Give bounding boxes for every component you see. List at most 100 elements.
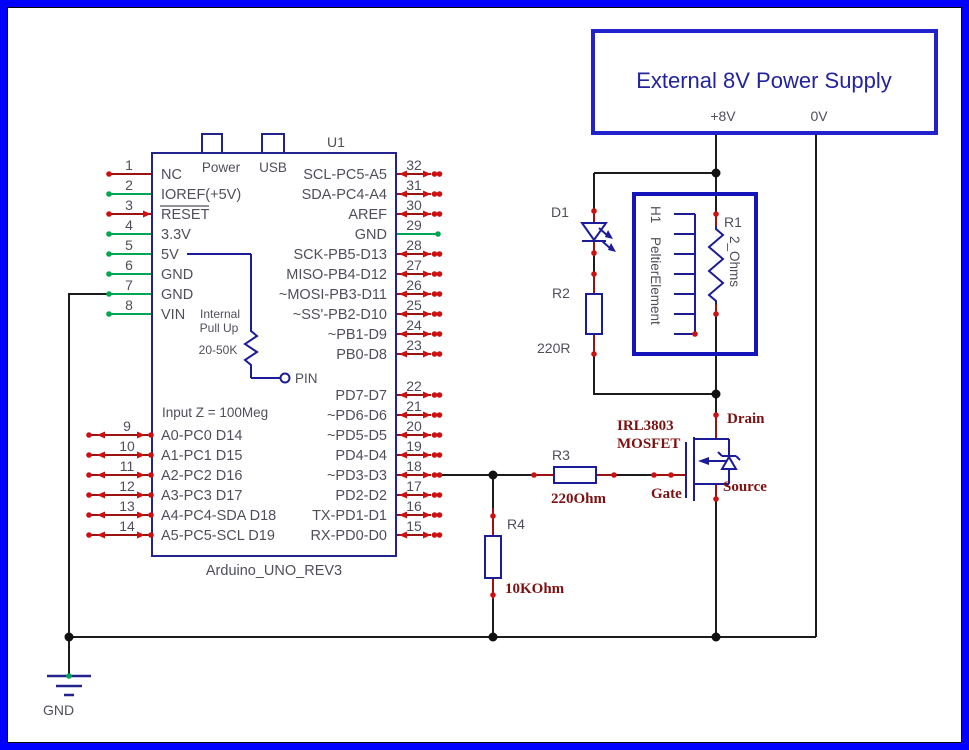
pin-name: ~PB1-D9 xyxy=(328,327,387,343)
circuit-svg: External 8V Power Supply +8V 0V U1 Power… xyxy=(43,29,938,718)
pin-arrowhead xyxy=(399,471,407,479)
pin-arrowhead xyxy=(97,531,105,539)
wire-r2-to-drain-node xyxy=(593,354,716,395)
pin-name: TX-PD1-D1 xyxy=(312,508,387,524)
pin-terminal-circle xyxy=(279,372,291,384)
pin-dot xyxy=(431,251,438,257)
pin-dot xyxy=(436,452,443,458)
pin-dot xyxy=(436,412,443,418)
schematic-canvas: External 8V Power Supply +8V 0V U1 Power… xyxy=(7,7,962,743)
pin-arrowhead xyxy=(423,330,431,338)
pin-dot xyxy=(431,331,438,337)
pin-dot xyxy=(106,171,112,177)
pin-arrowhead xyxy=(423,270,431,278)
r2-value: 220R xyxy=(537,340,570,356)
chip-designator: U1 xyxy=(327,134,345,150)
terminal-dot xyxy=(692,331,698,337)
junction-dot xyxy=(711,389,721,399)
pin-number: 21 xyxy=(406,398,422,414)
0v-label: 0V xyxy=(810,108,828,124)
power-tab-label: Power xyxy=(202,160,241,175)
pin-name: ~PD6-D6 xyxy=(327,408,387,424)
pin-dot xyxy=(106,251,112,257)
pin-arrowhead xyxy=(423,471,431,479)
pin-arrowhead xyxy=(399,270,407,278)
mosfet-kind: MOSFET xyxy=(617,436,680,452)
body-diode-triangle xyxy=(720,455,738,470)
pin-name: 5V xyxy=(161,247,179,263)
gnd-terminal-dot xyxy=(66,673,72,679)
pin-name: SCL-PC5-A5 xyxy=(303,167,387,183)
pin-name: A4-PC4-SDA D18 xyxy=(161,508,276,524)
pin-dot xyxy=(86,532,92,538)
pin-dot xyxy=(431,351,438,357)
pin-dot xyxy=(148,492,154,498)
junction-dot xyxy=(711,632,721,642)
chip-pins: 1NC2IOREF(+5V)3RESET43.3V55V6GND7GND8VIN… xyxy=(86,157,443,544)
pin-dot xyxy=(436,251,443,257)
terminal-dot xyxy=(651,472,657,478)
pin-dot xyxy=(431,452,438,458)
mosfet-arrow xyxy=(698,457,709,465)
pin-arrowhead xyxy=(137,531,145,539)
pin-arrowhead xyxy=(399,350,407,358)
pin-arrowhead xyxy=(423,290,431,298)
pin-number: 15 xyxy=(406,518,422,534)
pin-number: 19 xyxy=(406,438,422,454)
terminal-dot xyxy=(713,496,719,502)
peltier-name: PeltierElement xyxy=(648,237,663,325)
pin-arrowhead xyxy=(97,471,105,479)
pin-name: SCK-PB5-D13 xyxy=(294,247,387,263)
pin-name: MISO-PB4-D12 xyxy=(286,267,387,283)
pin-arrowhead xyxy=(423,350,431,358)
pin-dot xyxy=(436,492,443,498)
pin-dot xyxy=(436,191,443,197)
pin-name: PD7-D7 xyxy=(335,388,387,404)
pin-name: PD2-D2 xyxy=(335,488,387,504)
pin-arrowhead xyxy=(399,250,407,258)
pullup-resistor-zigzag xyxy=(243,254,259,378)
pin-dot xyxy=(436,432,443,438)
pin-dot xyxy=(431,432,438,438)
terminal-dot xyxy=(591,250,597,256)
resistor-r3 xyxy=(553,466,597,484)
pin-arrowhead xyxy=(143,210,151,218)
pin-dot xyxy=(431,492,438,498)
pin-number: 16 xyxy=(406,498,422,514)
pin-arrowhead xyxy=(423,250,431,258)
pin-dot xyxy=(436,392,443,398)
pin-arrowhead xyxy=(423,431,431,439)
pin-name: IOREF(+5V) xyxy=(161,187,241,203)
pin-name: RX-PD0-D0 xyxy=(310,528,387,544)
pin-dot xyxy=(106,191,112,197)
terminal-dot xyxy=(713,211,719,217)
r1-ref: R1 xyxy=(724,214,742,230)
pin-number: 11 xyxy=(120,458,135,474)
power-supply-title: External 8V Power Supply xyxy=(636,68,892,93)
peltier-element-symbol xyxy=(674,213,696,335)
peltier-box xyxy=(632,192,758,356)
peltier-bars xyxy=(674,213,695,335)
usb-tab-label: USB xyxy=(259,160,287,175)
pin-number: 13 xyxy=(119,498,135,514)
pin-dot xyxy=(435,231,441,237)
pullup-label-2: Pull Up xyxy=(200,321,239,335)
pin-arrowhead xyxy=(399,170,407,178)
terminal-dot xyxy=(611,472,617,478)
led-triangle xyxy=(580,222,608,242)
pin-dot xyxy=(86,512,92,518)
pin-name: A5-PC5-SCL D19 xyxy=(161,528,275,544)
terminal-dot xyxy=(490,592,496,598)
pin-name: VIN xyxy=(161,307,185,323)
chip-name: Arduino_UNO_REV3 xyxy=(206,563,342,579)
junction-dots xyxy=(64,168,721,642)
pin-dot xyxy=(106,231,112,237)
mosfet-part: IRL3803 xyxy=(617,418,674,434)
r4-value: 10KOhm xyxy=(505,581,565,597)
body-diode-bar xyxy=(717,451,741,461)
pin-dot xyxy=(431,211,438,217)
pin-number: 14 xyxy=(119,518,135,534)
pin-dot xyxy=(431,472,438,478)
r3-ref: R3 xyxy=(552,447,570,463)
